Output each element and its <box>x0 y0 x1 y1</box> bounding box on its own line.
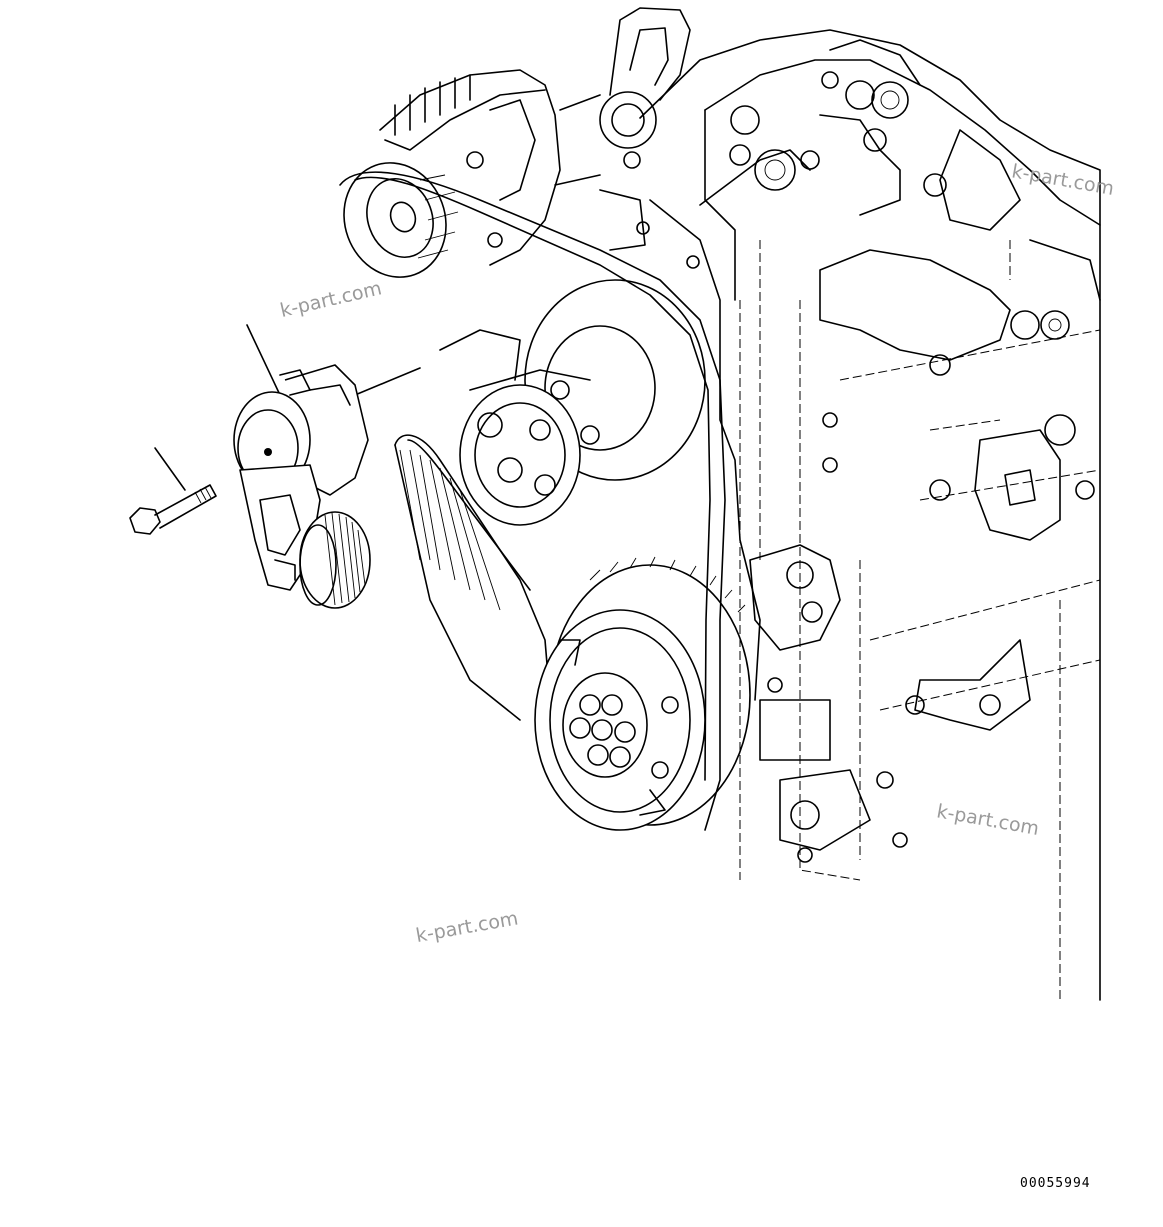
alternator <box>343 69 561 278</box>
bolt <box>129 484 217 535</box>
fan-pulley <box>439 279 706 526</box>
tensioner-assembly <box>233 364 371 609</box>
crankshaft-pulley <box>534 556 751 831</box>
figure-number: 00055994 <box>1020 1176 1091 1191</box>
leader-lines <box>154 324 421 491</box>
serpentine-belt <box>339 171 726 831</box>
engine-block <box>554 7 1101 1001</box>
